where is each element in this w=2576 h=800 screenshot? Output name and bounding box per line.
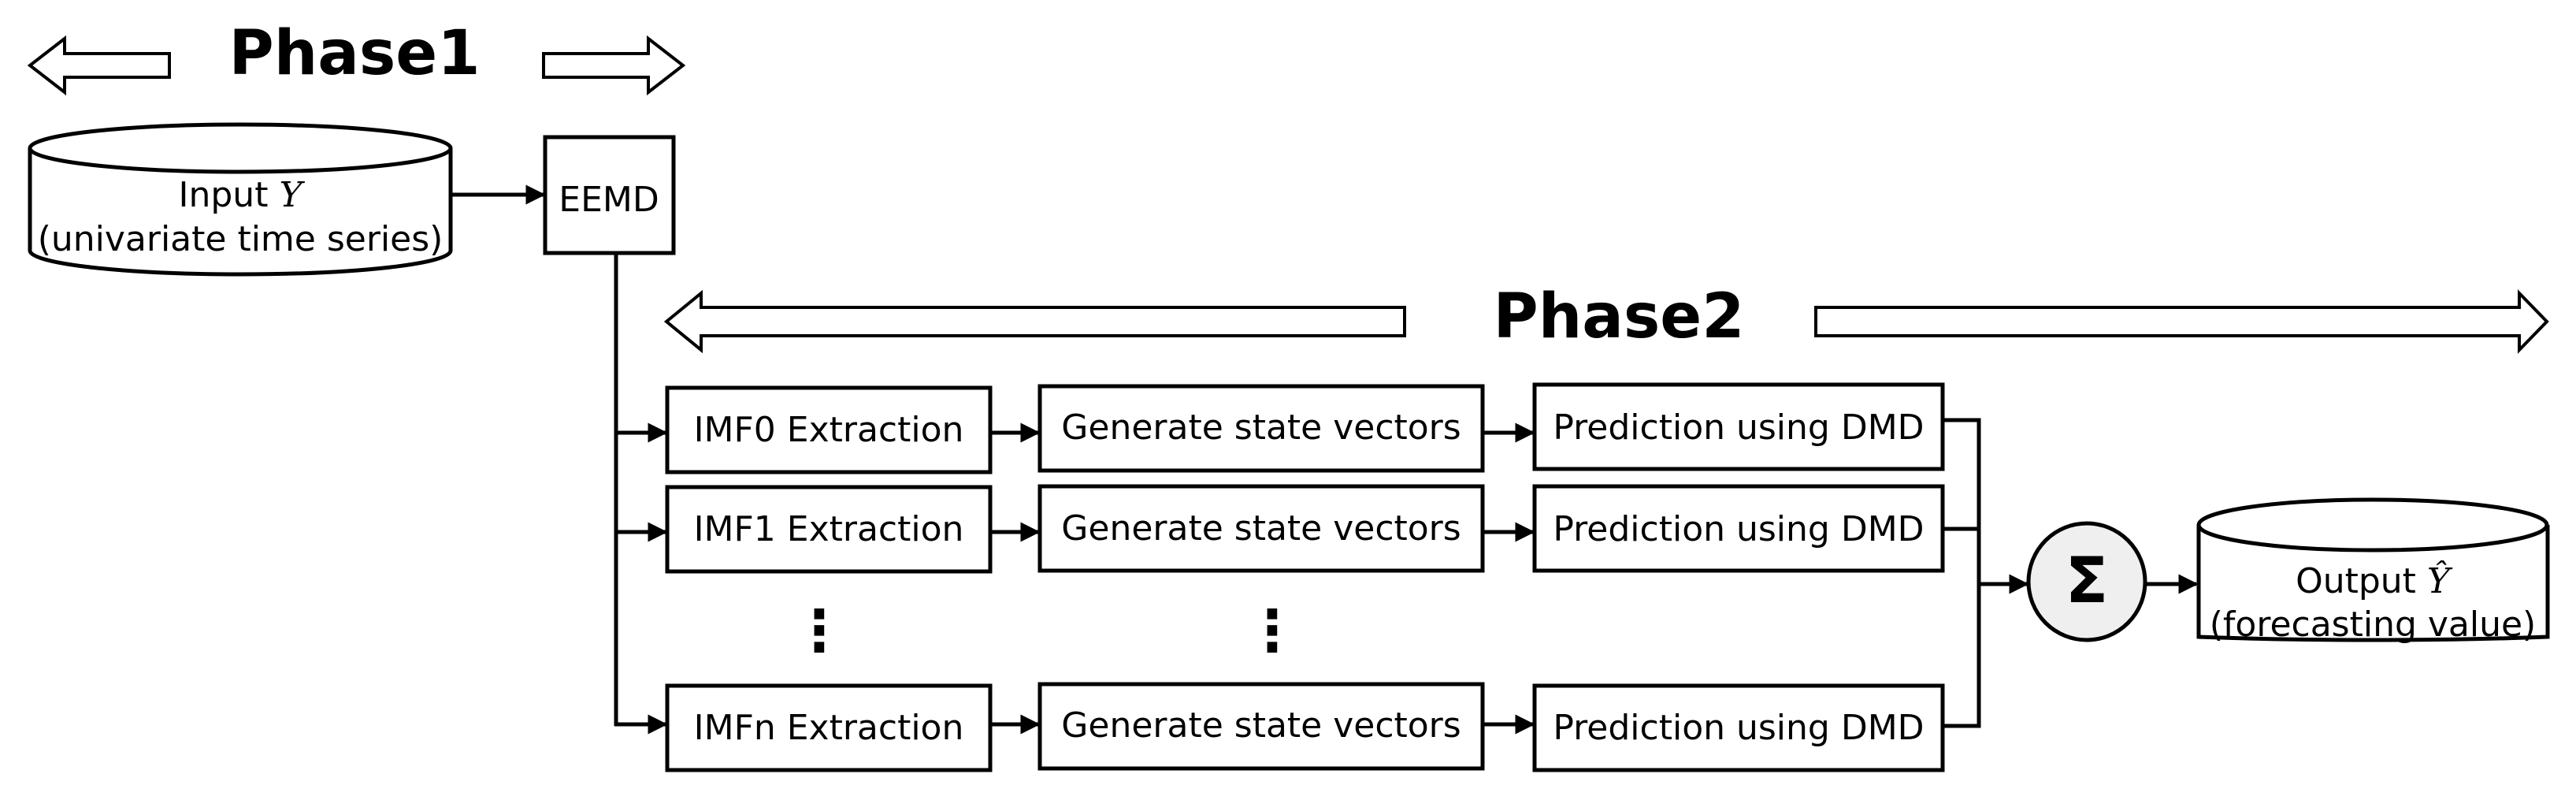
- output-description: (forecasting value): [2210, 605, 2536, 645]
- dmd-prediction-box-1: [1532, 484, 1945, 573]
- imf0-extraction-label: IMF0 Extraction: [694, 410, 964, 450]
- ellipsis-state-vectors: ⋮: [1244, 597, 1301, 664]
- state-vectors-box-1: [1037, 484, 1485, 573]
- ellipsis-extraction: ⋮: [791, 597, 848, 664]
- phase2-right-arrow-icon: [1814, 289, 2549, 354]
- dmd-prediction-box-n: [1532, 683, 1945, 772]
- input-cylinder: [28, 122, 453, 277]
- eemd-label: EEMD: [559, 180, 659, 220]
- dmd-prediction-label-1: Prediction using DMD: [1553, 509, 1924, 549]
- state-vectors-label-0: Generate state vectors: [1061, 407, 1461, 448]
- imf0-extraction-box: [665, 385, 993, 474]
- imfn-extraction-box: [665, 683, 993, 772]
- input-description: (univariate time series): [38, 219, 444, 259]
- imf1-extraction-box: [665, 485, 993, 574]
- output-label: Output Ŷ: [2296, 560, 2453, 601]
- state-vectors-box-0: [1037, 384, 1485, 473]
- sum-node: [2026, 521, 2147, 642]
- dmd-prediction-label-0: Prediction using DMD: [1553, 407, 1924, 448]
- merge-line-rown: [1943, 584, 1981, 728]
- state-vectors-box-n: [1037, 682, 1485, 771]
- phase1-right-arrow-icon: [542, 35, 686, 96]
- phase2-left-arrow-icon: [663, 289, 1406, 354]
- merge-line-row0: [1943, 418, 1981, 584]
- input-label: Input Y: [179, 175, 306, 215]
- dmd-prediction-label-n: Prediction using DMD: [1553, 708, 1924, 748]
- phase1-left-arrow-icon: [27, 35, 171, 96]
- phase2-title: Phase2: [1494, 281, 1745, 352]
- output-cylinder: [2196, 497, 2550, 642]
- eemd-box: [543, 135, 676, 255]
- state-vectors-label-n: Generate state vectors: [1061, 705, 1461, 746]
- sigma-icon: Σ: [2066, 544, 2109, 617]
- imfn-extraction-label: IMFn Extraction: [694, 708, 964, 748]
- state-vectors-label-1: Generate state vectors: [1061, 508, 1461, 549]
- imf1-extraction-label: IMF1 Extraction: [694, 509, 964, 549]
- dmd-prediction-box-0: [1532, 382, 1945, 471]
- phase1-title: Phase1: [229, 18, 481, 89]
